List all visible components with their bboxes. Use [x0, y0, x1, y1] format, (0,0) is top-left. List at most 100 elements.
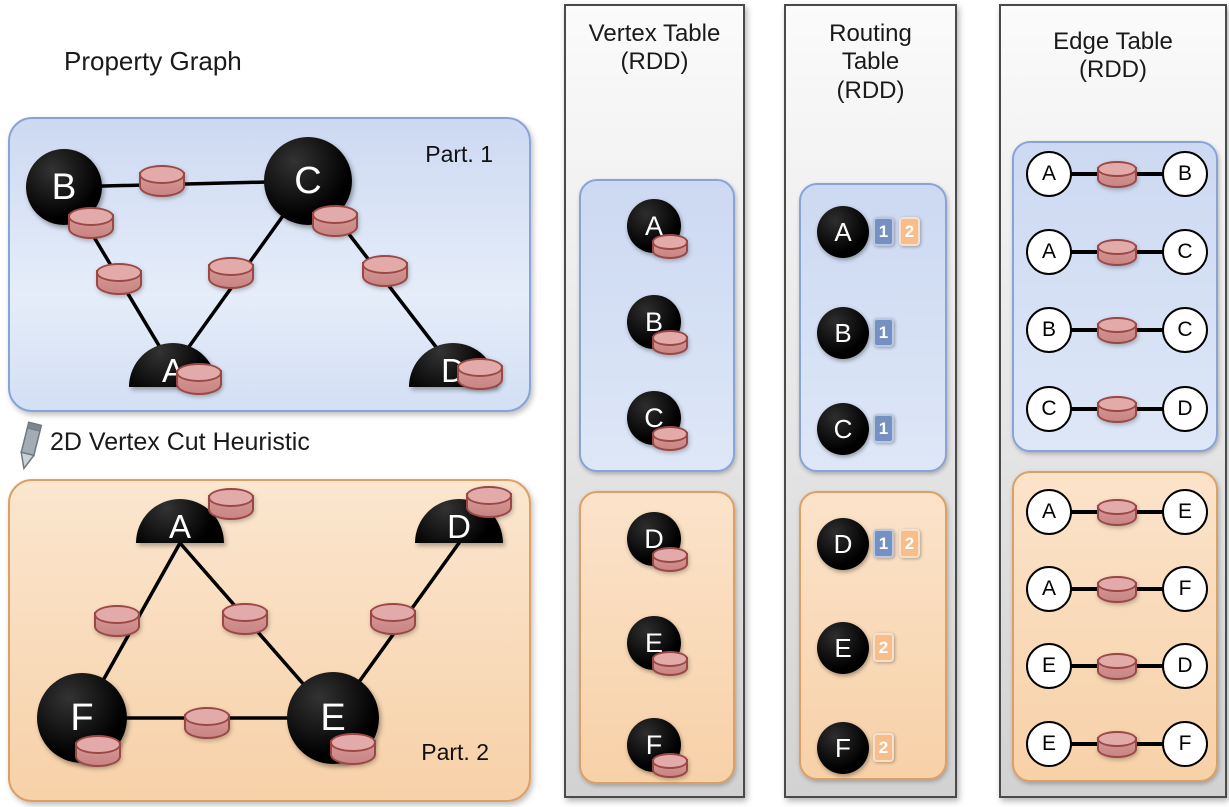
edge-property-cylinder-icon: [184, 707, 230, 740]
vertex-property-cylinder-icon: [176, 363, 222, 396]
vertex-D-label: D: [447, 508, 471, 545]
vertex-C: C: [264, 137, 352, 225]
edge-src-circle: A: [1026, 489, 1072, 535]
edge-src-circle: E: [1026, 643, 1072, 689]
vertex-table-panel: Vertex Table (RDD) A B C D E F: [564, 4, 745, 798]
vertex-label: C: [644, 402, 664, 433]
routing-entry-E: E: [817, 622, 869, 674]
edge-row-A-E: A E: [1026, 489, 1208, 535]
vertex-label: F: [835, 732, 851, 763]
routing-table-part1-box: A 1 2 B 1 C 1: [799, 183, 947, 472]
edge-dst-circle: F: [1162, 721, 1208, 767]
edge-row-A-F: A F: [1026, 566, 1208, 612]
vertex-property-cylinder-icon: [330, 733, 376, 766]
vertex-property-cylinder-icon: [312, 205, 358, 238]
edge-property-cylinder-icon: [94, 605, 140, 638]
vertex-B-label: B: [51, 166, 77, 207]
vertex-label: A: [834, 216, 852, 247]
routing-entry-F: F: [817, 722, 869, 774]
edge-property-cylinder-icon: [1097, 731, 1137, 758]
edge-table-panel: Edge Table (RDD) A B A C B C: [999, 4, 1227, 798]
vertex-property-cylinder-icon: [208, 488, 254, 521]
property-graph-title: Property Graph: [64, 46, 242, 76]
vertex-C-label: C: [294, 159, 322, 202]
edge-property-cylinder-icon: [139, 165, 185, 198]
edge-property-cylinder-icon: [1097, 317, 1137, 344]
routing-table-part2-box: D 1 2 E 2 F 2: [799, 491, 947, 780]
edge-property-cylinder-icon: [96, 263, 142, 296]
edge-dst-circle: B: [1162, 151, 1208, 197]
edge-dst-circle: C: [1162, 229, 1208, 275]
edge-property-cylinder-icon: [1097, 576, 1137, 603]
edge-property-cylinder-icon: [1097, 653, 1137, 680]
edge-row-E-D: E D: [1026, 643, 1208, 689]
vertex-property-cylinder-icon: [457, 358, 503, 391]
edge-src-circle: A: [1026, 229, 1072, 275]
partition-badge-2: 2: [873, 633, 894, 662]
edge-table-title: Edge Table (RDD): [1053, 28, 1173, 84]
vertex-A-label: A: [168, 508, 191, 545]
edge-src-circle: E: [1026, 721, 1072, 767]
partition-badge-1: 1: [873, 529, 894, 558]
edge-property-cylinder-icon: [1097, 239, 1137, 266]
cut-heuristic-label: 2D Vertex Cut Heuristic: [50, 428, 310, 456]
vertex-property-cylinder-icon: [652, 547, 688, 572]
vertex-label: D: [833, 528, 853, 559]
edge-property-cylinder-icon: [370, 603, 416, 636]
vertex-E-label: E: [320, 696, 346, 739]
vertex-label: E: [644, 627, 663, 658]
edge-property-cylinder-icon: [1097, 499, 1137, 526]
routing-entry-B: B: [817, 307, 869, 359]
edge-dst-circle: C: [1162, 307, 1208, 353]
partition-2-box: Part. 2 A D F E: [8, 479, 531, 802]
edge-src-circle: A: [1026, 151, 1072, 197]
edge-property-cylinder-icon: [1097, 396, 1137, 423]
edge-property-cylinder-icon: [1097, 161, 1137, 188]
partition-badge-1: 1: [873, 217, 894, 246]
edge-row-E-F: E F: [1026, 721, 1208, 767]
vertex-property-cylinder-icon: [652, 330, 688, 355]
edge-dst-circle: D: [1162, 386, 1208, 432]
vertex-property-cylinder-icon: [652, 651, 688, 676]
edge-dst-circle: E: [1162, 489, 1208, 535]
edge-row-A-C: A C: [1026, 229, 1208, 275]
edge-src-circle: B: [1026, 307, 1072, 353]
vertex-property-cylinder-icon: [652, 426, 688, 451]
vertex-label: B: [834, 317, 852, 348]
vertex-label: B: [644, 306, 663, 337]
edge-row-B-C: B C: [1026, 307, 1208, 353]
edge-table-part2-box: A E A F E D E F: [1012, 471, 1218, 782]
vertex-label: A: [644, 210, 663, 241]
pencil-arrow-icon: [20, 421, 43, 471]
edge-table-part1-box: A B A C B C C D: [1012, 141, 1218, 452]
partition-badge-2: 2: [873, 733, 894, 762]
edge-src-circle: C: [1026, 386, 1072, 432]
partition-badge-1: 1: [873, 318, 894, 347]
vertex-label: D: [644, 523, 664, 554]
partition-1-box: Part. 1 B C A D: [8, 117, 531, 412]
edge-property-cylinder-icon: [362, 255, 408, 288]
routing-entry-D: D: [817, 518, 869, 570]
edge-row-C-D: C D: [1026, 386, 1208, 432]
vertex-property-cylinder-icon: [75, 735, 121, 768]
partition-badge-1: 1: [873, 414, 894, 443]
vertex-table-part1-box: A B C: [579, 179, 735, 472]
vertex-table-part2-box: D E F: [579, 491, 735, 784]
routing-entry-C: C: [817, 403, 869, 455]
vertex-property-cylinder-icon: [652, 753, 688, 778]
routing-entry-A: A: [817, 206, 869, 258]
vertex-property-cylinder-icon: [68, 207, 114, 240]
edge-src-circle: A: [1026, 566, 1072, 612]
partition-badge-2: 2: [899, 529, 920, 558]
edge-dst-circle: D: [1162, 643, 1208, 689]
partition-badge-2: 2: [899, 217, 920, 246]
vertex-label: F: [645, 729, 663, 760]
edge-property-cylinder-icon: [222, 603, 268, 636]
edge-dst-circle: F: [1162, 566, 1208, 612]
edge-row-A-B: A B: [1026, 151, 1208, 197]
edge-property-cylinder-icon: [208, 257, 254, 290]
partition-1-label: Part. 1: [425, 141, 493, 167]
vertex-label: C: [833, 413, 853, 444]
vertex-table-title: Vertex Table (RDD): [588, 20, 721, 76]
